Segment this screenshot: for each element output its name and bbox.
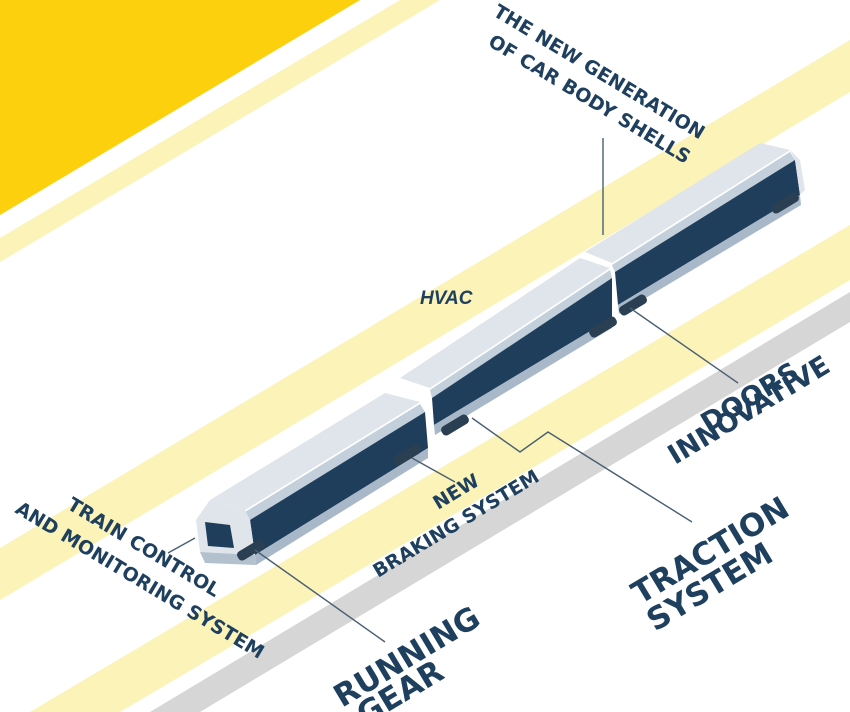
train-car-rear [585, 143, 805, 314]
bogies [237, 192, 799, 561]
pale-stripe-lower-track [30, 225, 850, 712]
car-middle-roof [400, 258, 610, 388]
leader-lines [167, 138, 739, 643]
car-front-skirt [255, 448, 428, 565]
train-car-front [196, 393, 428, 565]
car-rear-window-band [615, 160, 800, 305]
leader-traction [471, 417, 693, 523]
train [196, 143, 805, 565]
label-hvac: HVAC [420, 288, 473, 309]
gray-rail-stripe [150, 292, 850, 712]
yellow-corner-stripe [0, 0, 360, 215]
bogie-rear [771, 192, 799, 214]
car-rear-tail [790, 150, 805, 195]
bogie-middle-front [441, 414, 469, 436]
car-middle-roof-edge [430, 270, 612, 398]
bogie-rear-front [619, 294, 647, 316]
leader-new-braking [411, 457, 456, 483]
car-front-window-band [250, 412, 428, 555]
car-rear-roof-edge [612, 152, 795, 272]
car-middle-window-band [432, 278, 612, 425]
bogie-middle-rear [589, 316, 617, 338]
bogie-front [237, 539, 265, 561]
car-middle-skirt [434, 318, 612, 435]
train-car-middle [400, 258, 612, 435]
pale-stripe-top [0, 0, 440, 262]
car-rear-skirt [618, 195, 801, 314]
car-front-roof-edge [245, 404, 425, 520]
bogie-front-rear [393, 444, 421, 466]
pale-stripe-upper-track [0, 40, 850, 600]
leader-running-gear [254, 549, 386, 643]
car-front-windshield [205, 522, 234, 548]
leader-innovative-doors [629, 307, 739, 384]
car-rear-roof [585, 143, 790, 263]
car-front-roof [210, 393, 420, 510]
leader-train-control [167, 537, 196, 554]
